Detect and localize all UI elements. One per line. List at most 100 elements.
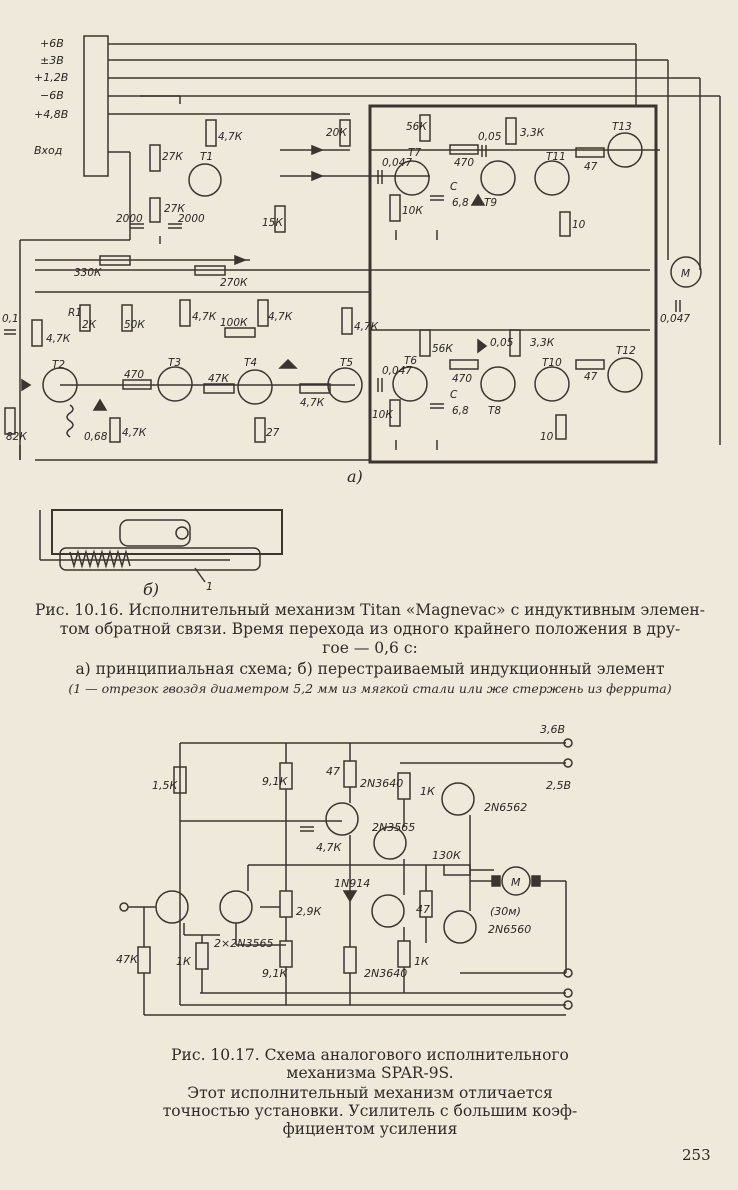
power-labels: +6В ±3В +1,2В −6В +4,8В Вход — [34, 37, 68, 157]
svg-text:T3: T3 — [168, 357, 181, 369]
svg-text:2000: 2000 — [116, 213, 143, 225]
figure-10-16-schematic: +6В ±3В +1,2В −6В +4,8В Вход — [2, 35, 721, 593]
svg-text:4,7К: 4,7К — [192, 311, 217, 323]
power-rails — [19, 43, 721, 460]
svg-text:T1: T1 — [200, 151, 213, 163]
svg-text:10К: 10К — [402, 205, 423, 217]
svg-text:±3В: ±3В — [40, 54, 64, 67]
svg-text:М: М — [681, 268, 690, 280]
svg-text:2К: 2К — [82, 319, 97, 331]
svg-text:T7: T7 — [408, 147, 421, 159]
sub-label-b: б) — [143, 580, 160, 599]
svg-text:1N914: 1N914 — [334, 877, 370, 890]
description-line: Этот исполнительный механизм отличается — [187, 1084, 553, 1102]
svg-text:27К: 27К — [162, 151, 183, 163]
svg-text:1К: 1К — [414, 955, 430, 968]
svg-text:270К: 270К — [220, 277, 248, 289]
svg-text:10: 10 — [540, 431, 554, 443]
svg-text:20К: 20К — [326, 127, 347, 139]
svg-text:470: 470 — [452, 373, 472, 385]
svg-text:470: 470 — [124, 369, 144, 381]
caption-line: Рис. 10.17. Схема аналогового исполнител… — [171, 1046, 569, 1064]
svg-text:47: 47 — [584, 161, 598, 173]
capacitors — [4, 145, 681, 409]
figure-10-17-schematic: 3,6В 2,5В 1,5К 9,1К 47 2N3640 1К 2N6562 … — [116, 723, 573, 1016]
svg-text:27К: 27К — [164, 203, 185, 215]
svg-text:Вход: Вход — [34, 144, 62, 157]
svg-text:T4: T4 — [244, 357, 257, 369]
figure2-labels: 3,6В 2,5В 1,5К 9,1К 47 2N3640 1К 2N6562 … — [116, 723, 571, 980]
svg-text:4,7К: 4,7К — [354, 321, 379, 333]
caption-line: том обратной связи. Время перехода из од… — [59, 620, 681, 638]
svg-text:9,1К: 9,1К — [262, 775, 288, 788]
svg-text:47К: 47К — [116, 953, 139, 966]
input-connector — [83, 35, 109, 177]
svg-text:М: М — [511, 876, 521, 889]
svg-text:C: C — [450, 181, 458, 193]
svg-text:6,8: 6,8 — [452, 405, 469, 417]
svg-text:130К: 130К — [432, 849, 462, 862]
svg-text:T8: T8 — [488, 405, 501, 417]
element-number: 1 — [206, 580, 213, 593]
component-labels: 27К 27К 2000 2000 4,7К T1 20К 15К 330К 2… — [2, 121, 690, 443]
svg-text:47К: 47К — [208, 373, 229, 385]
inductor — [66, 404, 74, 438]
svg-text:3,6В: 3,6В — [540, 723, 565, 736]
svg-text:2,9К: 2,9К — [296, 905, 322, 918]
svg-text:0,05: 0,05 — [490, 337, 514, 349]
ground-marks — [19, 230, 438, 460]
svg-text:15К: 15К — [262, 217, 283, 229]
svg-text:2×2N3565: 2×2N3565 — [214, 937, 273, 950]
svg-text:10К: 10К — [372, 409, 393, 421]
svg-text:2N3565: 2N3565 — [372, 821, 415, 834]
figure-10-17-caption: Рис. 10.17. Схема аналогового исполнител… — [140, 1046, 600, 1082]
svg-text:47: 47 — [584, 371, 598, 383]
svg-text:100К: 100К — [220, 317, 248, 329]
svg-text:0,047: 0,047 — [382, 157, 412, 169]
transistor-symbols — [42, 132, 643, 405]
figure-10-16-caption: Рис. 10.16. Исполнительный механизм Tita… — [14, 601, 726, 658]
svg-text:4,7К: 4,7К — [218, 131, 243, 143]
svg-text:82К: 82К — [6, 431, 27, 443]
svg-text:2N3640: 2N3640 — [360, 777, 403, 790]
svg-text:−6В: −6В — [40, 89, 64, 102]
svg-text:2N6562: 2N6562 — [484, 801, 527, 814]
figure-10-16-subcaption: а) принципиальная схема; б) перестраивае… — [75, 660, 665, 678]
svg-text:T6: T6 — [404, 355, 417, 367]
svg-text:50К: 50К — [124, 319, 145, 331]
description-line: точностью установки. Усилитель с большим… — [162, 1102, 578, 1120]
svg-text:T13: T13 — [612, 121, 632, 133]
svg-text:4,7К: 4,7К — [300, 397, 325, 409]
svg-text:0,68: 0,68 — [84, 431, 108, 443]
svg-text:0,047: 0,047 — [660, 313, 690, 325]
svg-text:2000: 2000 — [178, 213, 205, 225]
svg-text:4,7К: 4,7К — [46, 333, 71, 345]
motor-symbol — [670, 256, 702, 288]
svg-text:0,047: 0,047 — [382, 365, 412, 377]
inductive-element-drawing — [39, 509, 283, 583]
svg-text:+6В: +6В — [40, 37, 64, 50]
svg-text:C: C — [450, 389, 458, 401]
caption-line: механизма SPAR-9S. — [286, 1064, 454, 1082]
svg-text:47: 47 — [326, 765, 340, 778]
svg-text:2N3640: 2N3640 — [364, 967, 407, 980]
svg-text:27: 27 — [266, 427, 280, 439]
svg-text:56К: 56К — [406, 121, 427, 133]
caption-line: гое — 0,6 с: — [322, 639, 418, 657]
figure-10-17-description: Этот исполнительный механизм отличается … — [140, 1084, 600, 1138]
module-box — [368, 104, 658, 464]
sub-label-a: а) — [347, 467, 363, 486]
signal-lines — [35, 149, 660, 461]
svg-text:0,1: 0,1 — [2, 313, 19, 325]
svg-text:470: 470 — [454, 157, 474, 169]
svg-text:1К: 1К — [420, 785, 436, 798]
svg-text:T11: T11 — [546, 151, 566, 163]
svg-text:+4,8В: +4,8В — [34, 108, 68, 121]
svg-text:56К: 56К — [432, 343, 453, 355]
figure-10-16-note: (1 — отрезок гвоздя диаметром 5,2 мм из … — [68, 681, 672, 696]
svg-text:2,5В: 2,5В — [546, 779, 571, 792]
svg-text:330К: 330К — [74, 267, 102, 279]
svg-text:2N6560: 2N6560 — [488, 923, 531, 936]
svg-text:4,7К: 4,7К — [316, 841, 342, 854]
svg-text:T10: T10 — [542, 357, 562, 369]
